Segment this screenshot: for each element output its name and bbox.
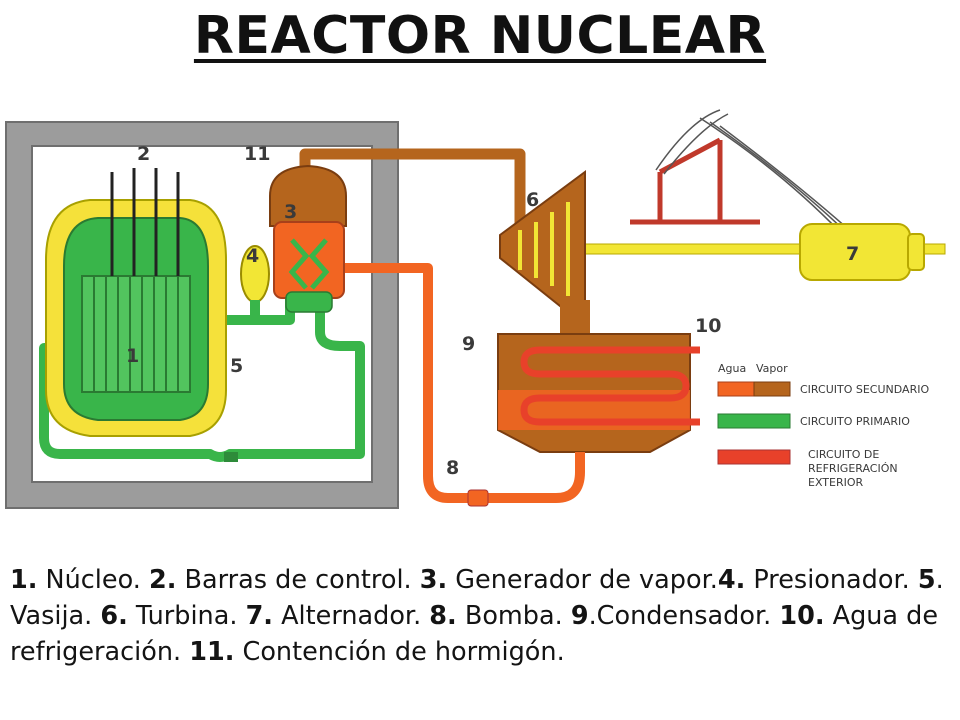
caption: 1. Núcleo. 2. Barras de control. 3. Gene… [10,562,950,670]
label-8: 8 [446,457,459,479]
legend-external-1: CIRCUITO DE [808,448,879,461]
caption-number: 3. [419,565,448,595]
caption-text: . Vasija. [10,565,944,631]
alternator [799,223,925,281]
caption-text: Barras de control. [176,565,420,595]
reactor-core [81,275,191,393]
feedwater-pipe [340,263,585,503]
caption-number: 2. [148,565,177,595]
control-rods [110,168,180,276]
caption-number: 4. [717,565,746,595]
legend-secondary: CIRCUITO SECUNDARIO [800,383,929,396]
legend-primary: CIRCUITO PRIMARIO [800,415,910,428]
caption-number: 7. [245,601,273,631]
label-10: 10 [695,315,721,337]
label-7: 7 [846,243,859,265]
caption-number: 9 [570,601,589,631]
caption-text: Agua de refrigeración. [10,601,939,667]
power-lines [655,109,857,237]
condenser [497,333,700,453]
reactor-diagram: 2 11 3 4 5 1 6 7 8 9 10 Agua Vapor CIRCU… [5,109,946,509]
cooling-coil [520,346,700,426]
caption-number: 6. [100,601,128,631]
legend-swatch-primary [717,413,791,429]
legend-swatch-external [717,449,791,465]
label-6: 6 [526,189,539,211]
page-title: REACTOR NUCLEAR [0,6,960,66]
caption-number: 10. [779,601,825,631]
legend-header-water: Agua [718,362,746,375]
label-9: 9 [462,333,475,355]
caption-text: .Condensador. [588,601,780,631]
legend-external-2: REFRIGERACIÓN [808,462,898,475]
legend-external-3: EXTERIOR [808,476,864,489]
page-title-text: REACTOR NUCLEAR [193,6,767,66]
caption-text: Bomba. [456,601,571,631]
label-11: 11 [244,143,270,165]
caption-number: 8. [429,601,457,631]
reactor-vessel [45,199,227,437]
caption-text: Turbina. [127,601,246,631]
caption-text: Contención de hormigón. [234,637,565,667]
label-1: 1 [126,345,139,367]
caption-number: 1. [10,565,38,595]
caption-number: 11. [189,637,235,667]
label-3: 3 [284,201,297,223]
legend-swatch-secondary-water [717,381,755,397]
legend-swatch-secondary-steam [753,381,791,397]
legend: Agua Vapor CIRCUITO SECUNDARIO CIRCUITO … [717,362,929,489]
label-2: 2 [137,143,150,165]
label-4: 4 [246,245,259,267]
pressurizer [240,245,270,324]
legend-header-steam: Vapor [756,362,788,375]
turbine-exhaust [560,300,590,335]
caption-text: Alternador. [273,601,430,631]
caption-text: Generador de vapor. [447,565,718,595]
pump-8 [467,489,489,507]
label-5: 5 [230,355,243,377]
steam-pipe [299,148,526,238]
concrete-containment [5,121,399,509]
caption-number: 5 [917,565,936,595]
steam-generator [269,164,347,313]
caption-text: Presionador. [745,565,918,595]
power-pylon [630,137,760,225]
caption-text: Núcleo. [37,565,149,595]
